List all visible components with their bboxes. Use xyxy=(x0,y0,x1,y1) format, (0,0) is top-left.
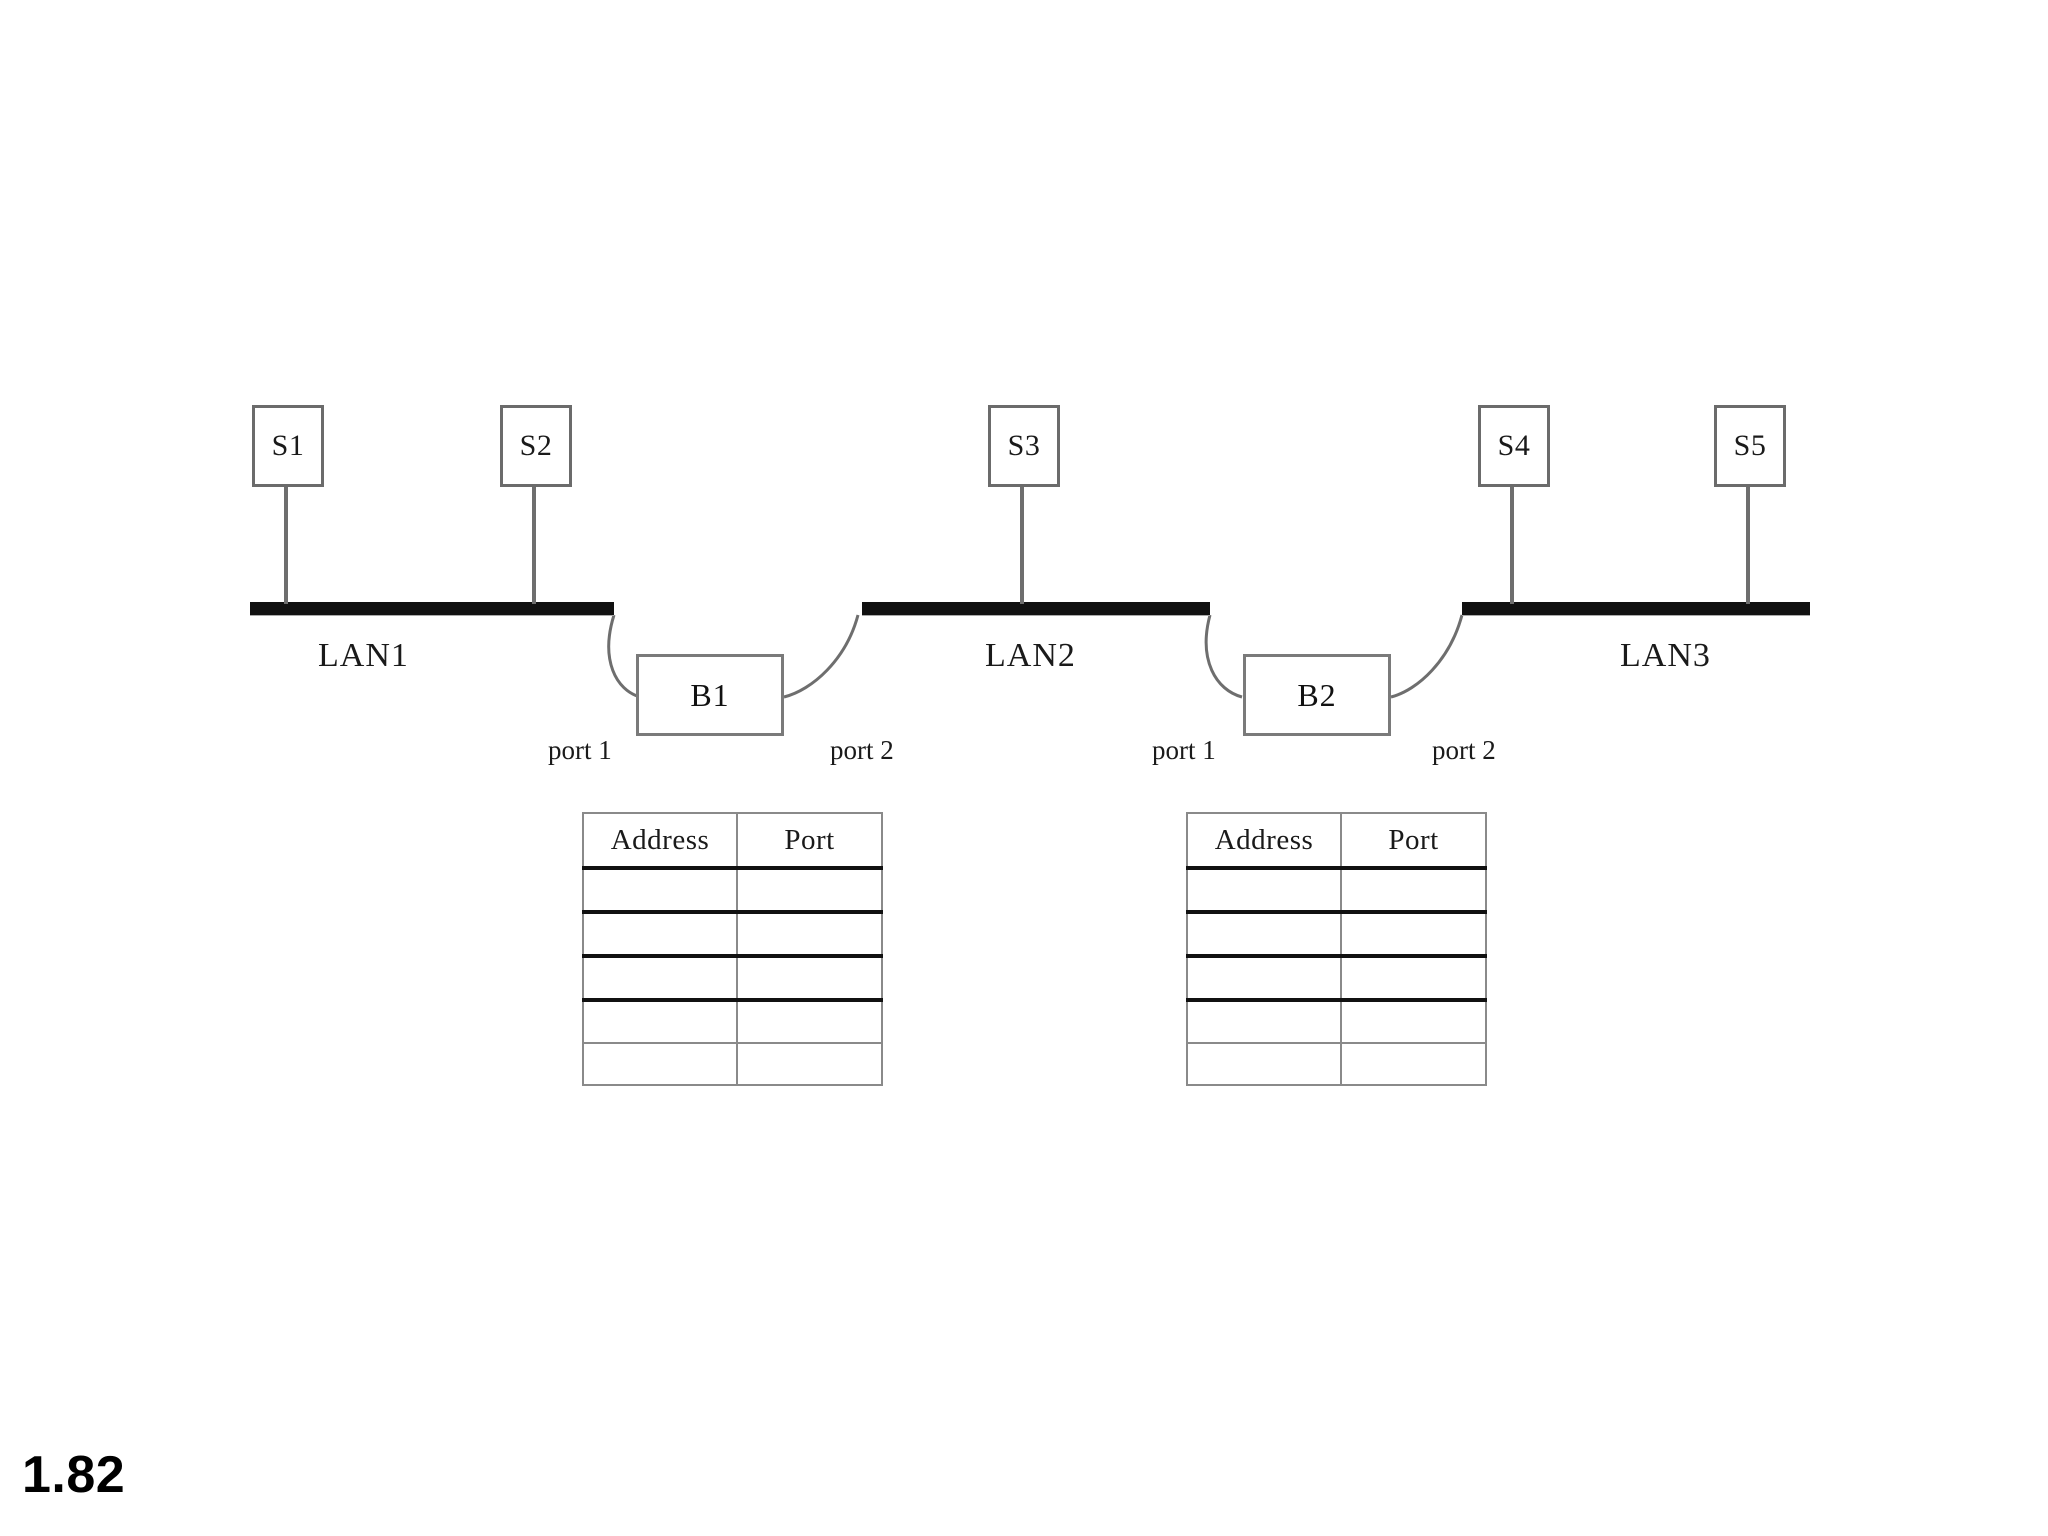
table-row xyxy=(582,910,883,957)
table-row xyxy=(582,866,883,913)
table-row xyxy=(1186,954,1487,1001)
cell-port[interactable] xyxy=(736,998,883,1044)
cell-address[interactable] xyxy=(1186,1042,1342,1086)
station-s3: S3 xyxy=(988,405,1060,487)
column-header-address: Address xyxy=(582,812,738,870)
column-header-address: Address xyxy=(1186,812,1342,870)
bridge-b1-curve-port2 xyxy=(783,614,860,699)
table-row xyxy=(582,1042,883,1086)
cell-port[interactable] xyxy=(1340,866,1487,913)
station-s2: S2 xyxy=(500,405,572,487)
cell-port[interactable] xyxy=(736,1042,883,1086)
station-s4: S4 xyxy=(1478,405,1550,487)
table-row xyxy=(1186,910,1487,957)
bridge-b2-curve-port2 xyxy=(1390,614,1464,699)
station-riser-s4 xyxy=(1510,487,1514,604)
cell-address[interactable] xyxy=(1186,866,1342,913)
cell-address[interactable] xyxy=(582,998,738,1044)
cell-port[interactable] xyxy=(1340,998,1487,1044)
lan-bus-3 xyxy=(1462,602,1810,615)
cell-port[interactable] xyxy=(1340,910,1487,957)
cell-port[interactable] xyxy=(736,954,883,1001)
cell-port[interactable] xyxy=(1340,954,1487,1001)
bridge-b1: B1 xyxy=(636,654,784,736)
table-row xyxy=(1186,998,1487,1044)
station-riser-s2 xyxy=(532,487,536,604)
cell-address[interactable] xyxy=(582,866,738,913)
lan-bus-1 xyxy=(250,602,614,615)
cell-address[interactable] xyxy=(1186,998,1342,1044)
cell-address[interactable] xyxy=(1186,910,1342,957)
cell-address[interactable] xyxy=(582,1042,738,1086)
bridge-b2-curve-port1 xyxy=(1204,614,1243,699)
station-riser-s3 xyxy=(1020,487,1024,604)
table-row xyxy=(582,954,883,1001)
bridge-b1-port1-label: port 1 xyxy=(548,735,612,765)
cell-port[interactable] xyxy=(736,866,883,913)
bridge-b2-port2-label: port 2 xyxy=(1432,735,1496,765)
bridge-b2: B2 xyxy=(1243,654,1391,736)
cell-address[interactable] xyxy=(1186,954,1342,1001)
table-row xyxy=(1186,1042,1487,1086)
bridge-b1-port2-label: port 2 xyxy=(830,735,894,765)
table-row xyxy=(1186,866,1487,913)
cell-port[interactable] xyxy=(736,910,883,957)
bridge-b2-port1-label: port 1 xyxy=(1152,735,1216,765)
cell-address[interactable] xyxy=(582,910,738,957)
figure-number: 1.82 xyxy=(22,1446,126,1504)
cell-address[interactable] xyxy=(582,954,738,1001)
lan-bus-2 xyxy=(862,602,1210,615)
lan-label-2: LAN2 xyxy=(985,637,1076,674)
cell-port[interactable] xyxy=(1340,1042,1487,1086)
station-s1: S1 xyxy=(252,405,324,487)
table-row xyxy=(582,998,883,1044)
lan-label-3: LAN3 xyxy=(1620,637,1711,674)
column-header-port: Port xyxy=(1340,812,1487,870)
lan-label-1: LAN1 xyxy=(318,637,409,674)
column-header-port: Port xyxy=(736,812,883,870)
station-riser-s5 xyxy=(1746,487,1750,604)
station-riser-s1 xyxy=(284,487,288,604)
station-s5: S5 xyxy=(1714,405,1786,487)
